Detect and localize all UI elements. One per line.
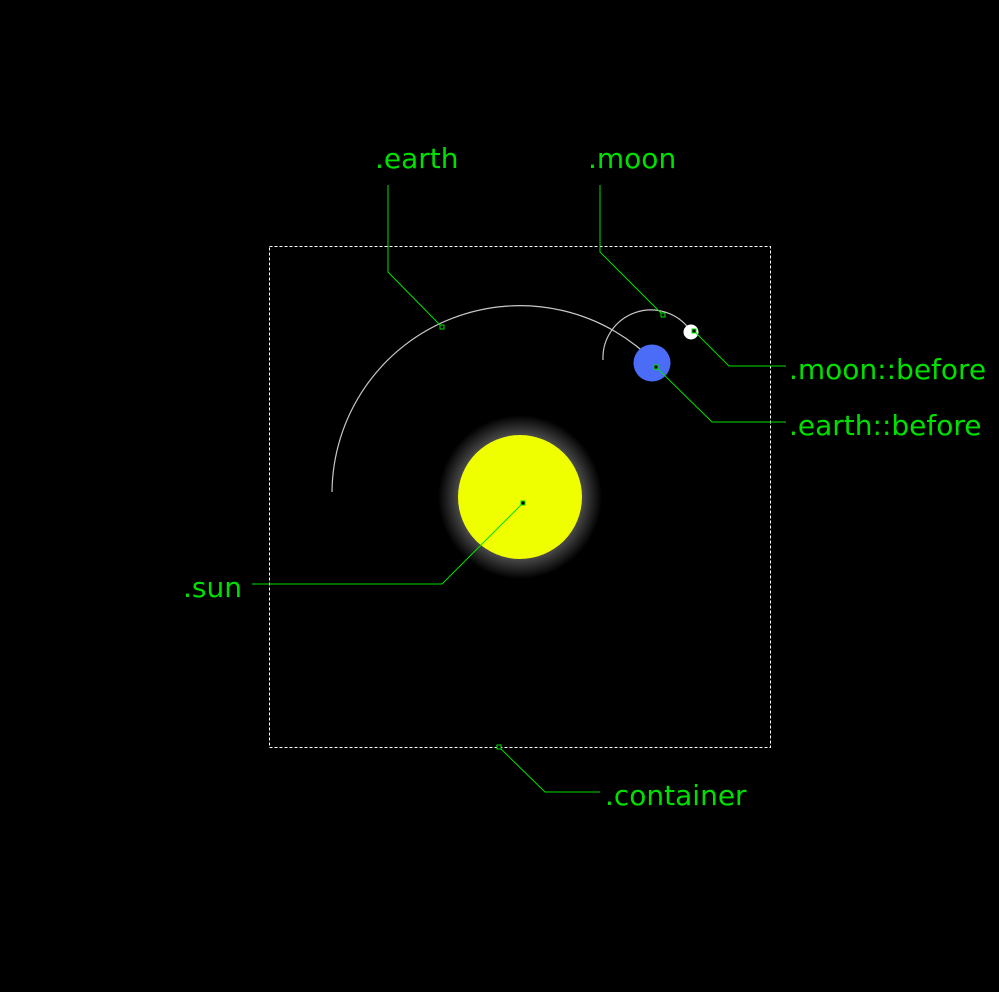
earth-before-anchor-marker [653,364,659,370]
earth-label: .earth [375,142,459,175]
container-label: .container [605,779,747,812]
earth-anchor-marker [439,324,445,330]
moon-before-label: .moon::before [789,353,987,386]
moon-before-anchor-marker [691,328,697,334]
container-leader-line [498,746,600,793]
earth-orbit-arc [331,305,659,493]
moon-orbit-arc [602,309,691,361]
sun-body [458,435,582,559]
moon-leader-line [599,185,664,316]
moon-anchor-marker [660,312,666,318]
sun-anchor-marker [520,500,526,506]
moon-body [683,324,699,340]
sun-label: .sun [183,571,242,604]
container-box [269,246,771,748]
container-anchor-marker [496,744,502,750]
earth-before-leader-line [655,366,786,423]
sun-leader-line [252,502,524,585]
earth-leader-line [387,185,443,328]
earth-before-label: .earth::before [789,409,982,442]
moon-before-leader-line [693,330,786,367]
moon-label: .moon [588,142,677,175]
